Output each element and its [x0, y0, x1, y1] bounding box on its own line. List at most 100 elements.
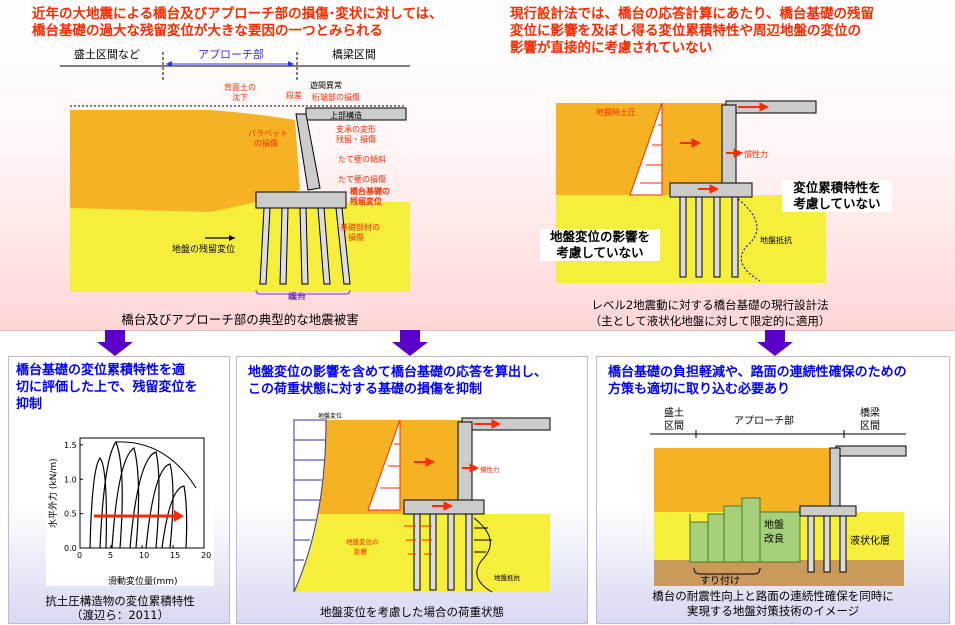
chart-ylabel: 水平外力 (kN/m): [47, 458, 59, 528]
label-inertia: 慣性力: [744, 149, 768, 159]
piles: [259, 207, 351, 285]
label-inertia: 慣性力: [480, 465, 500, 474]
zone-approach: アプローチ部: [734, 414, 794, 427]
down-arrow-1: [97, 330, 133, 356]
top-right-caption-line1: レベル2地震動に対する橋台基礎の現行設計法: [591, 298, 829, 312]
top-left-title: 近年の大地震による橋台及びアプローチ部の損傷･変状に対しては、 橋台基礎の過大な…: [32, 6, 492, 40]
label-superstructure: 上部構造: [330, 110, 362, 120]
down-arrow-2: [392, 330, 428, 356]
label-girder-end: 桁端部の損傷: [312, 92, 360, 102]
callout-cumulative-line1: 変位累積特性を: [793, 180, 881, 195]
top-right-title-line1: 現行設計法では、橋台の応答計算にあたり、橋台基礎の残留: [510, 6, 874, 22]
zone-embankment-1: 盛土: [664, 406, 684, 419]
label-ground-disp: 地盤変位: [318, 412, 342, 420]
panel3-caption-line1: 橋台の耐震性向上と路面の連続性確保を同時に: [652, 589, 894, 603]
chart-ytick-label: 0.5: [64, 510, 77, 519]
top-right-title-line3: 影響が直接的に考慮されていない: [510, 40, 713, 56]
panel2-title-line1: 地盤変位の影響を含めて橋台基礎の応答を算出し、: [248, 365, 548, 380]
chart-ytick-label: 1.5: [64, 441, 77, 450]
panel2-title: 地盤変位の影響を含めて橋台基礎の応答を算出し、 この荷重状態に対する基礎の損傷を…: [248, 364, 588, 398]
current-design-diagram: 地震時土圧 慣性力 地盤抵抗: [556, 100, 826, 283]
panel1-title: 橋台基礎の変位累積特性を適 切に評価した上で、残留変位を 抑制: [16, 362, 226, 413]
callout-ground-line2: 考慮していない: [556, 245, 644, 260]
top-left-title-line1: 近年の大地震による橋台及びアプローチ部の損傷･変状に対しては、: [32, 6, 443, 22]
inertia-arrows: [680, 102, 770, 194]
label-ground-disp: 地盤の残留変位: [172, 243, 235, 255]
footing: [799, 505, 857, 517]
label-foundation-disp-2: 残留変位: [350, 196, 382, 206]
label-foundation-member-2: 損傷: [348, 232, 364, 242]
label-parapet-2: の損傷: [254, 138, 278, 148]
piles: [807, 515, 847, 573]
top-right-title: 現行設計法では、橋台の応答計算にあたり、橋台基礎の残留 変位に影響を及ぼし得る変…: [510, 6, 950, 57]
callout-ground: 地盤変位の影響を 考慮していない: [540, 229, 660, 261]
superstructure: [835, 445, 907, 457]
panel3-caption-line2: 実現する地盤対策技術のイメージ: [686, 604, 860, 618]
piles: [679, 196, 739, 278]
callout-cumulative: 変位累積特性を 考慮していない: [782, 180, 892, 212]
chart-loops: [89, 440, 197, 549]
zone-approach: アプローチ部: [198, 47, 264, 61]
label-movement: 遊間異常: [310, 80, 342, 90]
chart-xtick-label: 0: [77, 551, 82, 560]
chart-trend-arrowhead: [174, 510, 184, 522]
callout-cumulative-line2: 考慮していない: [793, 196, 881, 211]
ground-effect-diagram: 地盤変位 慣性力 地盤変位の 影響 地盤抵抗: [293, 412, 551, 593]
chart-xtick-label: 10: [139, 551, 149, 560]
label-ground-effect-1: 地盤変位の: [346, 537, 379, 546]
chart-ytick-label: 0.0: [64, 544, 77, 553]
label-ground-effect-2: 影響: [354, 547, 368, 556]
base-layer: [654, 560, 904, 586]
zone-embankment: 盛土区間など: [74, 47, 140, 61]
label-subsidence-2: 沈下: [232, 92, 248, 102]
abutment-wall: [295, 113, 321, 191]
down-arrow-3: [757, 330, 793, 356]
abutment-wall: [721, 104, 737, 190]
top-left-caption: 橋台及びアプローチ部の典型的な地震被害: [121, 312, 359, 327]
chart-ytick-label: 1.0: [64, 475, 77, 484]
ground-improvement: [689, 497, 801, 563]
label-improvement-2: 改良: [764, 532, 784, 545]
ground-effect-hatch: [404, 525, 432, 555]
label-taper: すり付け: [700, 574, 740, 587]
piles: [413, 513, 473, 591]
zone-bridge-1: 橋梁: [860, 406, 880, 419]
abutment-damage-diagram: 盛土区間など アプローチ部 橋梁区間 地盤の残留変位 橋台 背面土の 沈下 段差…: [60, 47, 410, 300]
label-foundation-disp-1: 橋台基礎の: [350, 186, 390, 196]
callout-ground-line1: 地盤変位の影響を: [549, 229, 650, 244]
top-right-caption-line2: （主として液状化地盤に対して限定的に適用）: [589, 314, 831, 328]
panel1-title-line3: 抑制: [16, 397, 43, 412]
ground-layer: [70, 202, 410, 292]
label-step: 段差: [286, 90, 302, 100]
panel3-caption: 橋台の耐震性向上と路面の連続性確保を同時に 実現する地盤対策技術のイメージ: [598, 589, 948, 619]
embankment-soil: [70, 110, 300, 212]
top-left-title-line2: 橋台基礎の過大な残留変位が大きな要因の一つとみられる: [32, 23, 383, 39]
chart-xlabel: 滑動変位量(mm): [108, 575, 178, 586]
panel3-title-line2: 方策も適切に取り込む必要あり: [608, 382, 791, 397]
label-wall-damage: たて壁の損傷: [338, 174, 386, 184]
ground-disp-profile: [293, 419, 327, 593]
label-liquefaction: 液状化層: [850, 534, 890, 547]
countermeasure-diagram: 盛土 区間 アプローチ部 橋梁 区間 地盤 改良 液状化層 すり付け: [650, 406, 907, 587]
label-parapet-1: パラペット: [248, 129, 288, 138]
label-reaction: 地盤抵抗: [760, 235, 792, 245]
top-right-title-line2: 変位に影響を及ぼし得る変位累積特性や周辺地盤の変位の: [510, 23, 861, 39]
label-bearing-2: 残留・損傷: [336, 134, 376, 144]
inertia-arrows: [414, 419, 502, 511]
abutment-wall: [829, 447, 841, 509]
footing: [255, 191, 347, 209]
panel1-caption: 抗土圧構造物の変位累積特性 （渡辺ら：2011）: [10, 594, 230, 622]
label-abutment: 橋台: [288, 291, 306, 300]
panel1-title-line1: 橋台基礎の変位累積特性を適: [16, 363, 186, 378]
label-seismic-earth: 地震時土圧: [596, 107, 636, 117]
top-right-caption: レベル2地震動に対する橋台基礎の現行設計法 （主として液状化地盤に対して限定的に…: [540, 297, 880, 329]
panel1-caption-line2: （渡辺ら：2011）: [70, 608, 170, 622]
label-reaction: 地盤抵抗: [494, 573, 521, 582]
panel3-title-line1: 橋台基礎の負担軽減や、路面の連続性確保のための: [608, 365, 907, 380]
zone-embankment-2: 区間: [664, 420, 684, 432]
zone-bridge: 橋梁区間: [332, 47, 376, 61]
panel2-title-line2: この荷重状態に対する基礎の損傷を抑制: [248, 382, 483, 397]
panel2-caption: 地盤変位を考慮した場合の荷重状態: [320, 605, 504, 619]
